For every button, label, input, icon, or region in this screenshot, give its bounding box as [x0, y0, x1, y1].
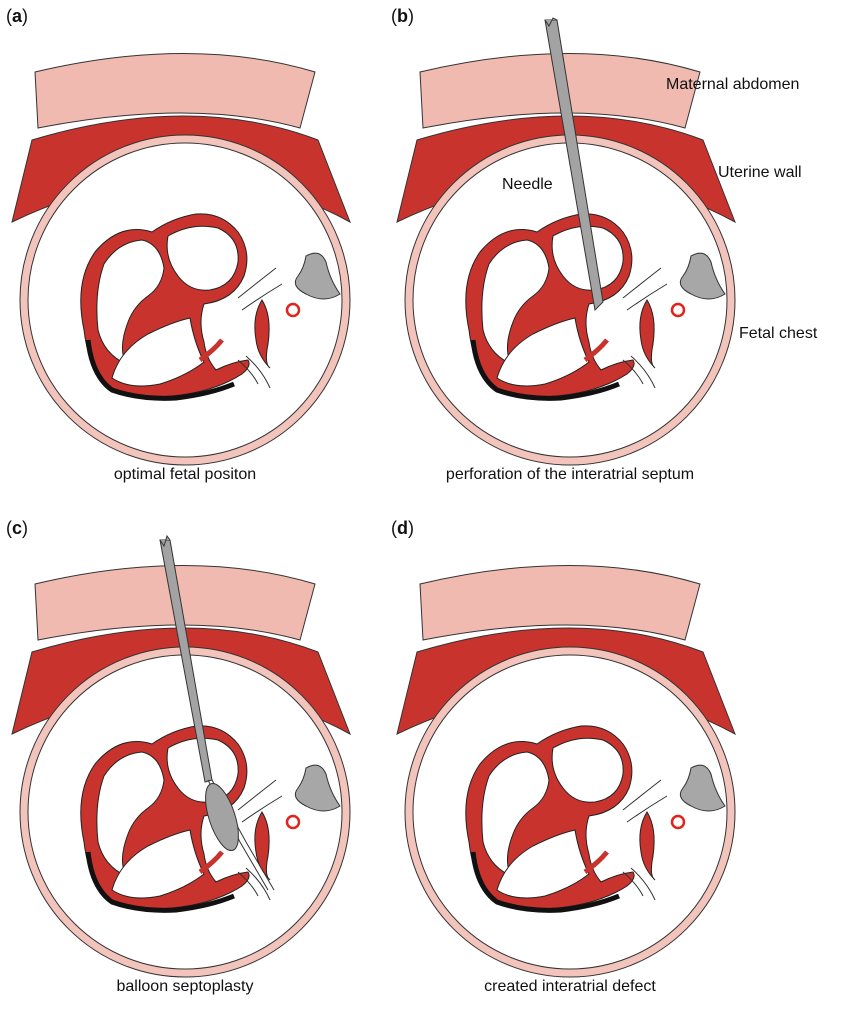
- needle-label: Needle: [502, 176, 553, 194]
- anatomy-illustration: [0, 512, 380, 972]
- panel-a: (a) optimal fetal positon: [0, 0, 430, 512]
- uterine-wall-label: Uterine wall: [718, 164, 802, 182]
- panel-caption: optimal fetal positon: [0, 466, 370, 484]
- anatomy-illustration: [0, 0, 380, 460]
- anatomy-illustration: [385, 512, 765, 972]
- panel-caption: perforation of the interatrial septum: [385, 466, 755, 484]
- panel-c: (c) balloon septoplasty: [0, 512, 430, 1024]
- maternal-abdomen-label: Maternal abdomen: [666, 76, 799, 94]
- panel-caption: created interatrial defect: [385, 978, 755, 996]
- panel-b: (b) Needle Maternal abdomen Uterine wall…: [385, 0, 815, 512]
- anatomy-illustration: [385, 0, 765, 460]
- panel-d: (d) created interatrial defect: [385, 512, 815, 1024]
- panel-caption: balloon septoplasty: [0, 978, 370, 996]
- fetal-chest-label: Fetal chest: [739, 325, 817, 343]
